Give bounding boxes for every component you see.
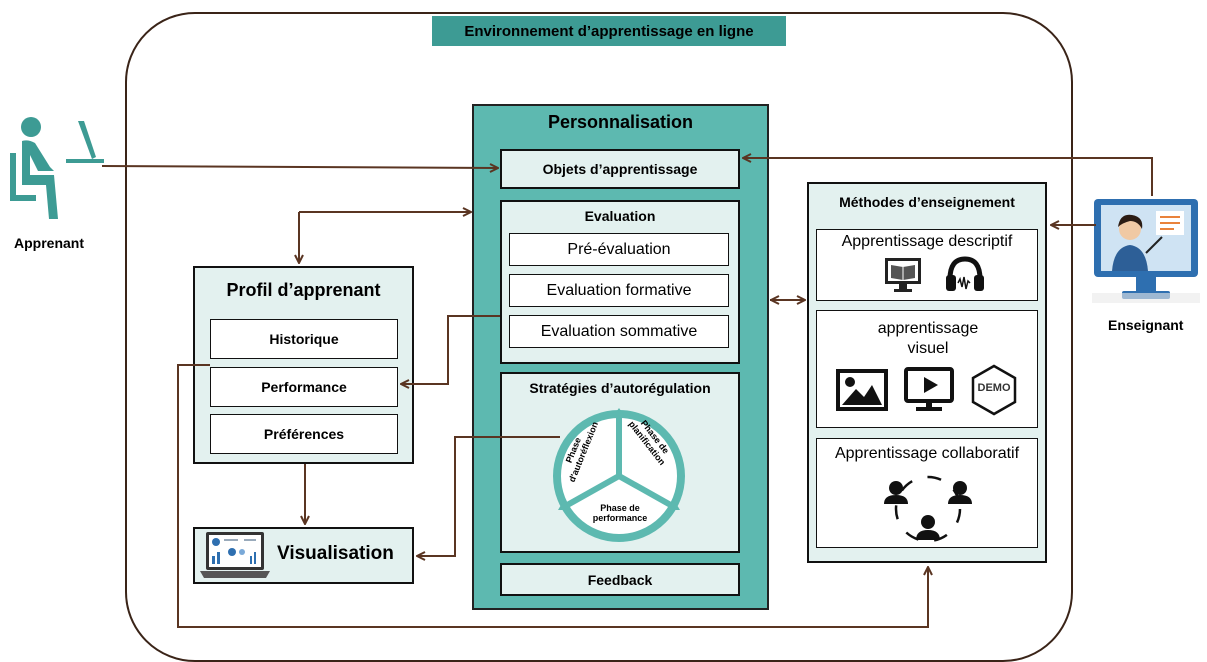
personnalisation-title: Personnalisation (547, 112, 694, 132)
environment-title: Environnement d’apprentissage en ligne (432, 16, 786, 46)
collaborative-learning-box: Apprentissage collaboratif (816, 438, 1038, 548)
phase-performance-label: Phase de performance (592, 503, 648, 523)
history-item: Historique (210, 319, 398, 359)
descriptive-learning-label: Apprentissage descriptif (841, 233, 1013, 250)
learner-profile-title: Profil d’apprenant (226, 280, 381, 300)
visual-learning-label: apprentissage visuel (877, 320, 979, 357)
dashboard-laptop-icon (198, 530, 272, 580)
descriptive-learning-box: Apprentissage descriptif (816, 229, 1038, 301)
teacher-label: Enseignant (1108, 317, 1184, 333)
performance-item: Performance (210, 367, 398, 407)
cycle-wheel-icon (546, 406, 692, 546)
video-icon (904, 367, 954, 415)
teaching-methods-title: Méthodes d’enseignement (839, 194, 1015, 210)
visualisation-label: Visualisation (277, 543, 394, 564)
demo-badge-icon (969, 364, 1019, 416)
formative-evaluation-item: Evaluation formative (509, 274, 729, 307)
feedback-box: Feedback (500, 563, 740, 596)
pre-evaluation-item: Pré-évaluation (509, 233, 729, 266)
group-icon (876, 474, 980, 544)
headphones-icon (944, 255, 986, 293)
teacher-screen-icon (1092, 197, 1200, 303)
evaluation-title: Evaluation (584, 208, 656, 224)
image-icon (836, 369, 888, 411)
learner-label: Apprenant (14, 235, 84, 251)
learner-at-desk-icon (8, 115, 108, 225)
learning-objects-label: Objets d’apprentissage (542, 161, 698, 177)
preferences-item: Préférences (210, 414, 398, 454)
strategies-title: Stratégies d’autorégulation (529, 380, 711, 396)
collaborative-learning-label: Apprentissage collaboratif (834, 445, 1020, 462)
learning-objects-box: Objets d’apprentissage (500, 149, 740, 189)
book-monitor-icon (884, 257, 922, 293)
demo-badge-label: DEMO (977, 382, 1011, 394)
summative-evaluation-item: Evaluation sommative (509, 315, 729, 348)
feedback-label: Feedback (587, 571, 653, 588)
